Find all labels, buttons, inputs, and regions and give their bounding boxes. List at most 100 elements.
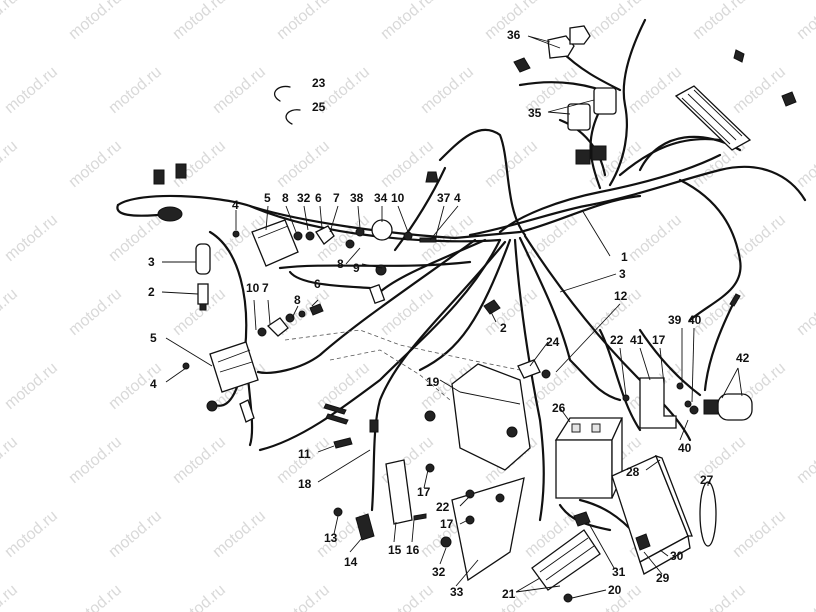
callout-24: 24: [546, 335, 560, 349]
watermark-text: motod.ru: [0, 581, 21, 612]
clamp-24: [517, 359, 541, 379]
callout-6: 6: [314, 277, 321, 291]
callout-12: 12: [614, 289, 628, 303]
callout-39: 39: [668, 313, 682, 327]
sensor-2: [368, 283, 501, 315]
callout-35: 35: [528, 106, 542, 120]
watermark-text: motod.ru: [418, 63, 477, 117]
watermark-text: motod.ru: [0, 137, 21, 191]
watermark-text: motod.ru: [2, 211, 61, 265]
callout-5: 5: [150, 331, 157, 345]
callout-17: 17: [652, 333, 666, 347]
callout-20: 20: [608, 583, 622, 597]
rectifier-21: [531, 529, 601, 591]
callout-4: 4: [150, 377, 157, 391]
callout-7: 7: [262, 281, 269, 295]
callout-28: 28: [626, 465, 640, 479]
callout-4: 4: [454, 191, 461, 205]
callout-17: 17: [440, 517, 454, 531]
bracket-33: [451, 477, 525, 582]
clip-25: [285, 109, 301, 125]
connector-18: [369, 419, 379, 433]
callout-10: 10: [246, 281, 260, 295]
watermark-text: motod.ru: [210, 507, 269, 561]
control-unit-5-upper: [251, 219, 299, 267]
callout-40: 40: [678, 441, 692, 455]
connector-cap-36: [513, 25, 591, 73]
watermark-text: motod.ru: [2, 507, 61, 561]
watermark-text: motod.ru: [210, 63, 269, 117]
callout-40: 40: [688, 313, 702, 327]
battery-26: [554, 417, 624, 499]
watermark-text: motod.ru: [794, 285, 816, 339]
callout-25: 25: [312, 100, 326, 114]
callout-29: 29: [656, 571, 670, 585]
watermark-text: motod.ru: [106, 211, 165, 265]
watermark-text: motod.ru: [106, 507, 165, 561]
bullet-connector: [153, 169, 165, 185]
callout-2: 2: [500, 321, 507, 335]
watermark-text: motod.ru: [106, 63, 165, 117]
watermark-text: motod.ru: [378, 0, 437, 43]
watermark-text: motod.ru: [314, 359, 373, 413]
callout-16: 16: [406, 543, 420, 557]
callout-22: 22: [610, 333, 624, 347]
connector-plug: [239, 399, 255, 423]
bolt-20: [563, 593, 573, 603]
callout-11: 11: [298, 447, 311, 461]
callout-3: 3: [619, 267, 626, 281]
watermark-text: motod.ru: [2, 359, 61, 413]
watermark-text: motod.ru: [0, 0, 21, 43]
spark-plug-2: [197, 283, 209, 311]
bolt-16: [413, 513, 427, 521]
callout-31: 31: [612, 565, 626, 579]
rubber-strap-27: [699, 481, 717, 547]
round-connector: [157, 206, 183, 222]
terminal-37: [425, 171, 439, 183]
callout-8: 8: [282, 191, 289, 205]
nut-32: [440, 536, 452, 548]
spark-plug-cap-3: [195, 243, 211, 275]
screw-13: [333, 507, 343, 517]
cover-plate-19: [451, 363, 531, 471]
watermark-text: motod.ru: [66, 0, 125, 43]
cable-end-40: [729, 293, 741, 307]
watermark-text: motod.ru: [794, 433, 816, 487]
callout-33: 33: [450, 585, 464, 599]
callout-14: 14: [344, 555, 358, 569]
connector-plug: [591, 145, 607, 161]
clip-23: [274, 85, 291, 102]
screw-17: [465, 515, 475, 525]
callout-26: 26: [552, 401, 566, 415]
watermark-text: motod.ru: [690, 581, 749, 612]
multi-pin-connector: [674, 49, 797, 151]
watermark-text: motod.ru: [794, 0, 816, 43]
callout-1: 1: [621, 250, 628, 264]
screw-17: [425, 463, 435, 473]
fastener-cluster-upper: [232, 219, 437, 276]
watermark-text: motod.ru: [274, 581, 333, 612]
screw-39: [676, 382, 684, 390]
callout-38: 38: [350, 191, 364, 205]
connector-plug: [575, 149, 591, 165]
callout-8: 8: [337, 257, 344, 271]
callout-7: 7: [333, 191, 340, 205]
bolt-11: [333, 437, 353, 449]
watermark-text: motod.ru: [482, 137, 541, 191]
relay-35: [567, 87, 617, 131]
watermark-text: motod.ru: [170, 581, 229, 612]
callout-37: 37: [437, 191, 451, 205]
callout-17: 17: [417, 485, 431, 499]
callout-34: 34: [374, 191, 388, 205]
sensor-14: [355, 513, 375, 541]
watermark-text: motod.ru: [0, 433, 21, 487]
callout-3: 3: [148, 255, 155, 269]
callout-36: 36: [507, 28, 521, 42]
callout-30: 30: [670, 549, 684, 563]
callout-32: 32: [297, 191, 311, 205]
watermark-text: motod.ru: [794, 137, 816, 191]
starter-solenoid-42: [689, 393, 753, 421]
callout-22: 22: [436, 500, 450, 514]
watermark-text: motod.ru: [274, 0, 333, 43]
